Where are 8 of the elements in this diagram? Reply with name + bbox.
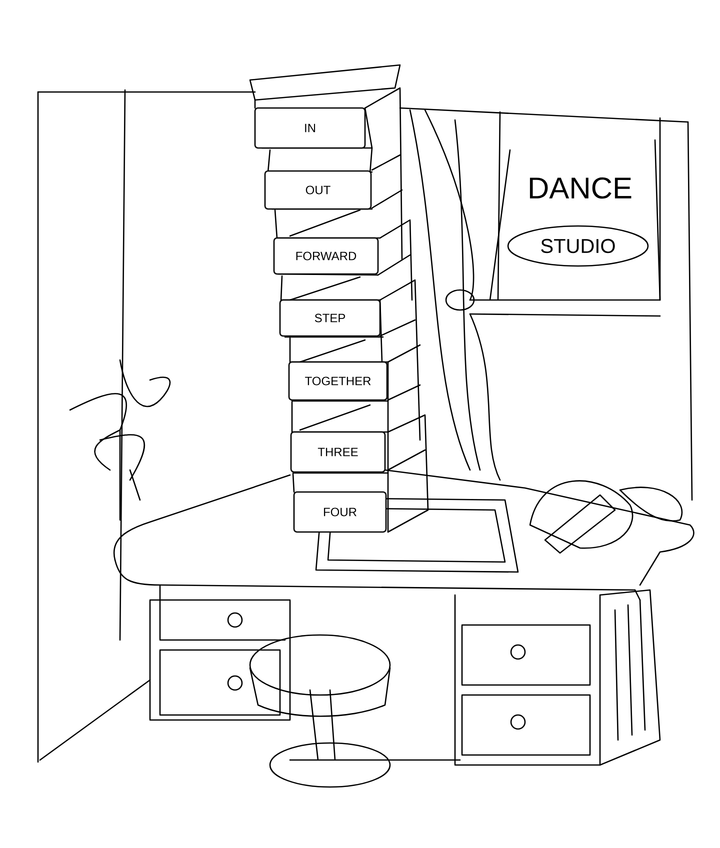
tray-box: FOUR [293,491,387,533]
tray-box: FORWARD [273,237,379,275]
tray-box: OUT [264,170,372,210]
tray-box: STEP [279,299,381,337]
tray-box: THREE [290,431,386,473]
tray-box: TOGETHER [288,361,388,401]
tray-box: IN [254,107,366,149]
sign-oval: STUDIO [507,225,649,267]
